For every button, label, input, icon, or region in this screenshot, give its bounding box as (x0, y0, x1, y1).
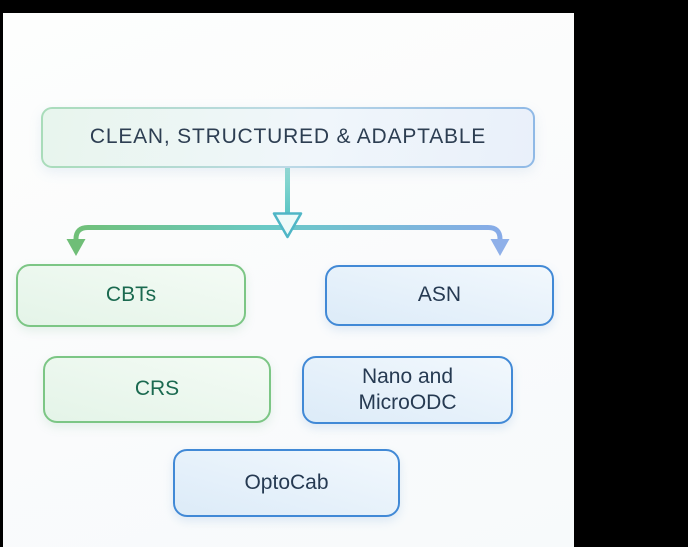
right-black-panel (574, 0, 688, 547)
node-optocab-label: OptoCab (244, 470, 329, 494)
node-asn-label: ASN (417, 283, 462, 307)
node-root-label: CLEAN, STRUCTURED & ADAPTABLE (89, 125, 487, 149)
left-black-edge (0, 13, 3, 518)
node-cbts-label: CBTs (105, 283, 157, 307)
node-crs-label: CRS (134, 377, 180, 401)
node-asn: ASN (325, 265, 554, 326)
node-crs: CRS (43, 356, 271, 423)
top-black-bar (0, 0, 688, 13)
node-nano-microodc-label: Nano and MicroODC (358, 364, 457, 414)
node-optocab: OptoCab (173, 449, 400, 517)
node-nano-microodc: Nano and MicroODC (302, 356, 513, 424)
node-cbts: CBTs (16, 264, 246, 327)
node-root: CLEAN, STRUCTURED & ADAPTABLE (41, 107, 535, 168)
